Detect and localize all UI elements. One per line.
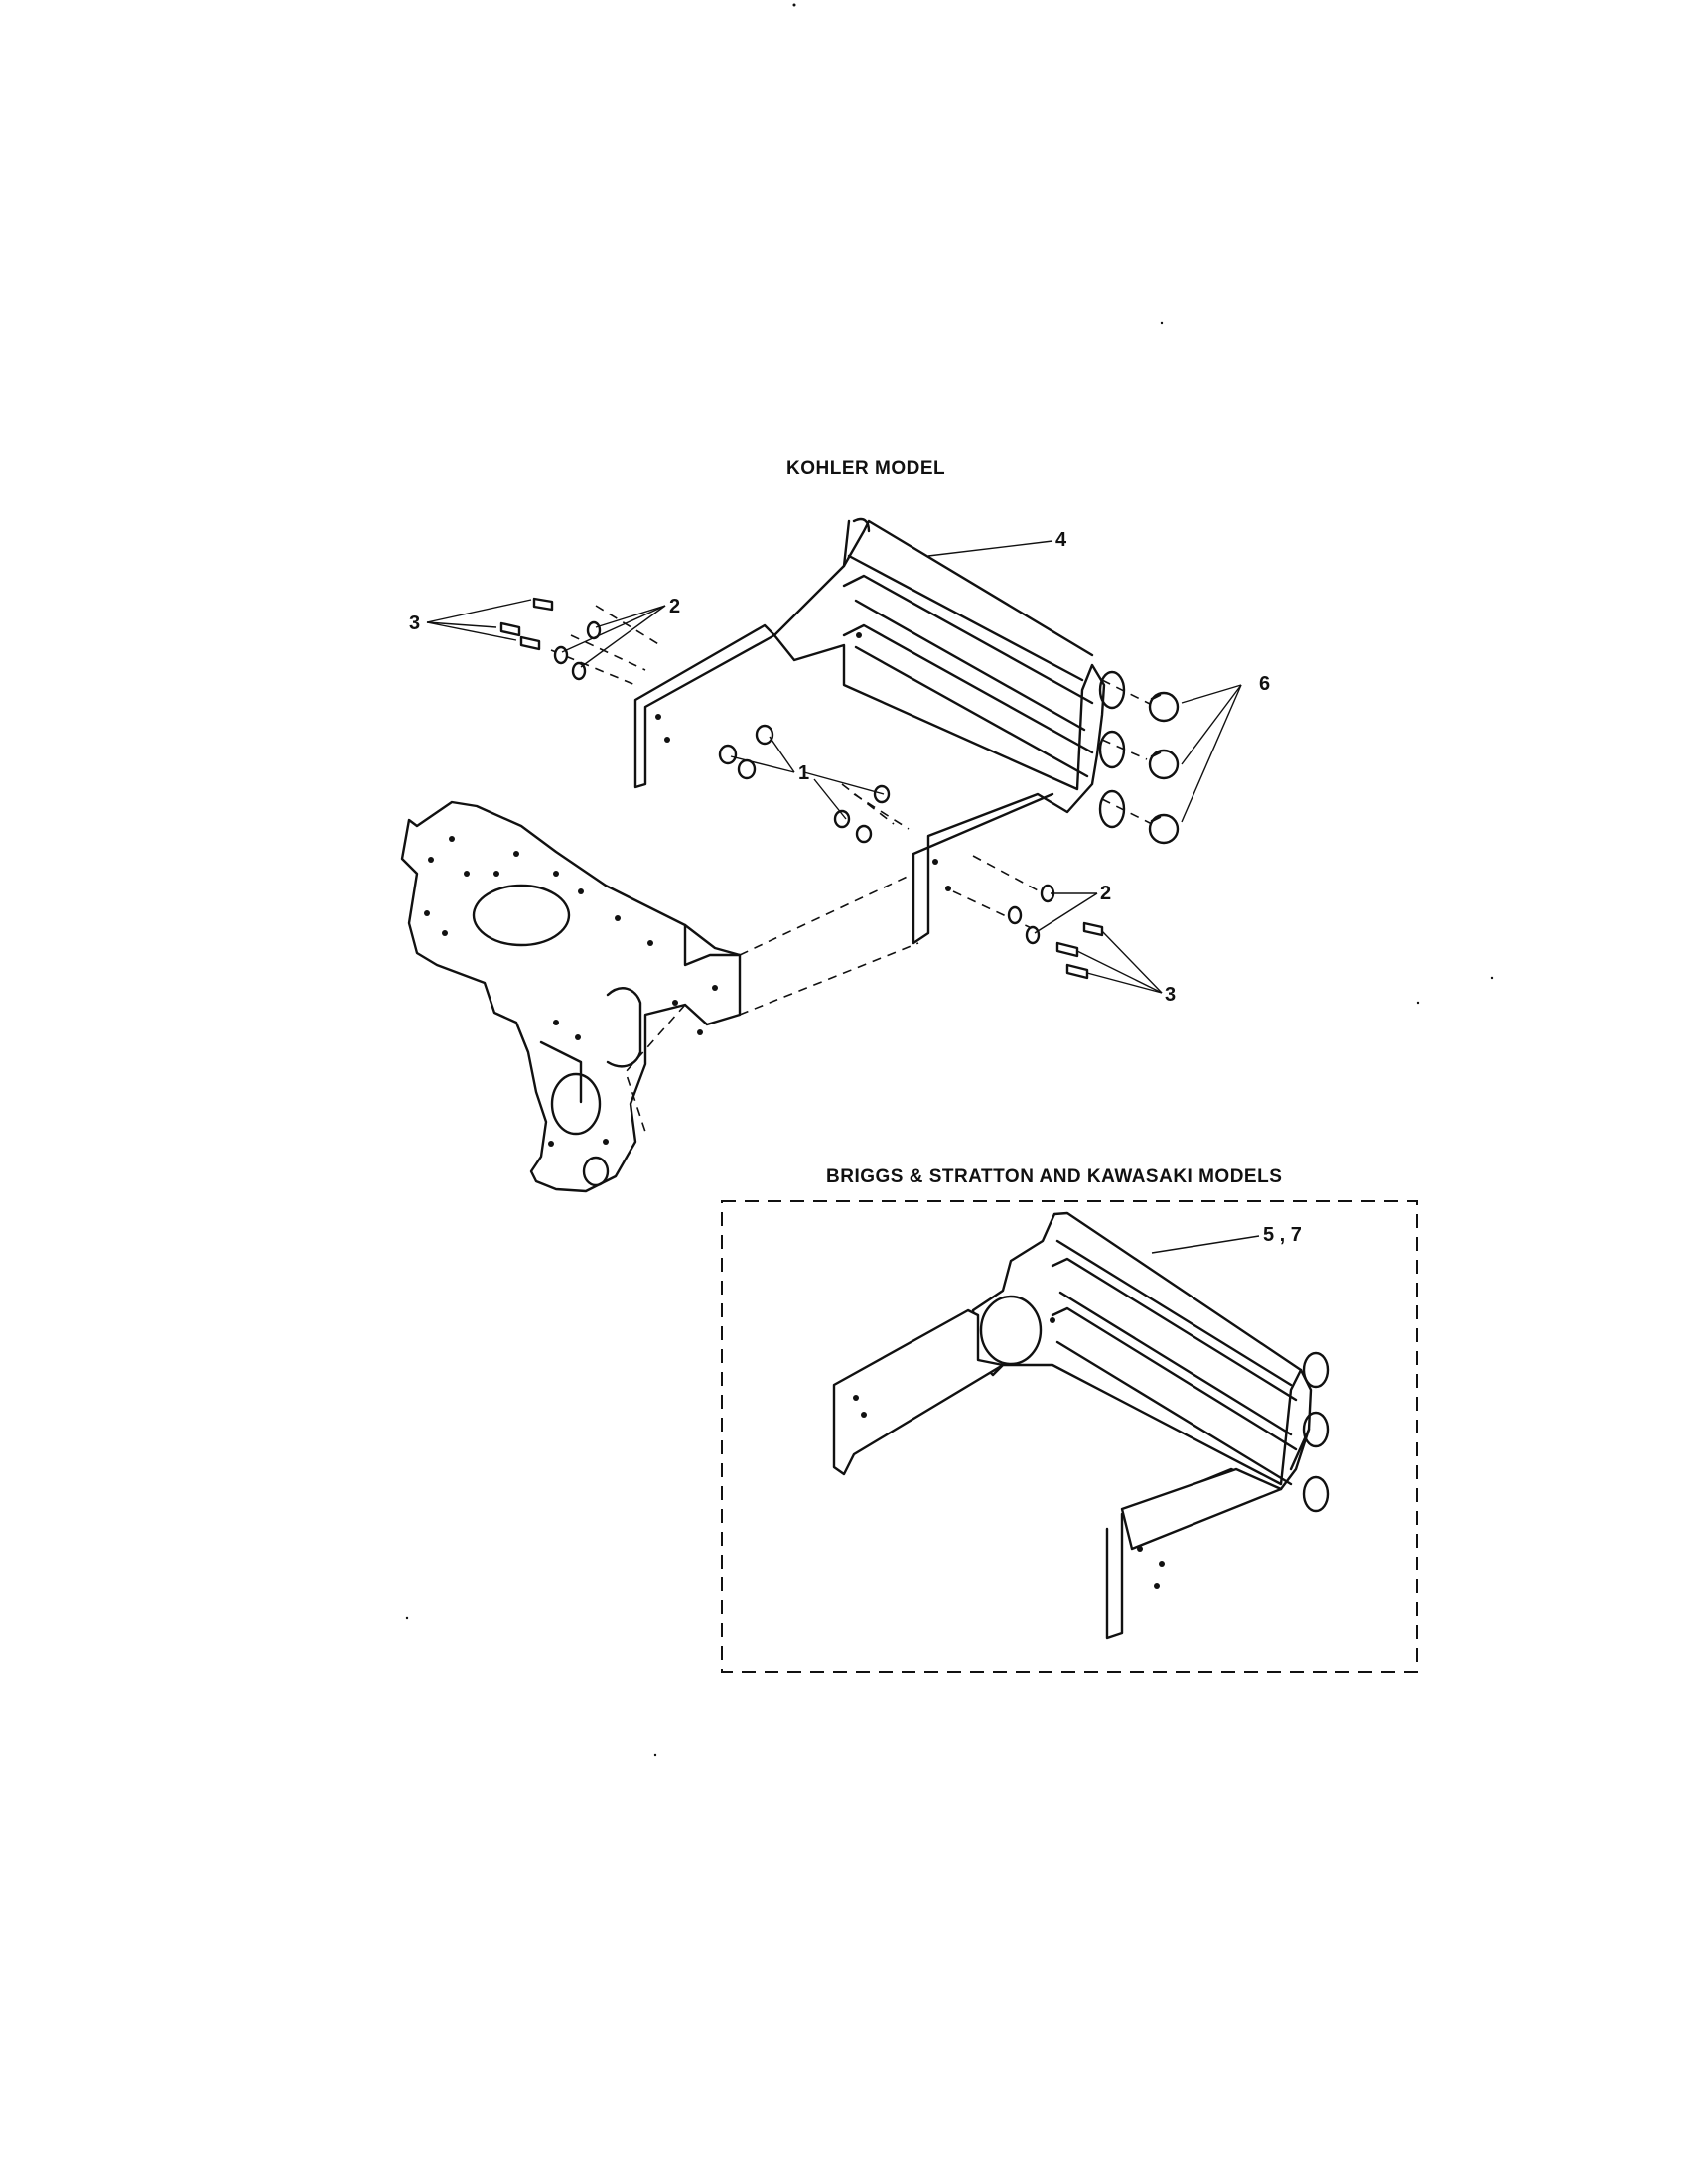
kohler-bumper — [633, 517, 1126, 945]
callout-1: 1 — [798, 762, 809, 784]
callout-3-top: 3 — [409, 613, 420, 634]
explode-lines — [550, 605, 1153, 1133]
callout-5-7: 5 , 7 — [1263, 1224, 1302, 1246]
briggs-kawasaki-inset-box — [721, 1200, 1418, 1673]
kohler-model-title: KOHLER MODEL — [786, 458, 946, 478]
scan-specks — [405, 3, 1494, 1757]
callout-2-bottom: 2 — [1100, 883, 1111, 904]
leader-lines — [426, 540, 1260, 1254]
callout-2-top: 2 — [669, 596, 680, 617]
callout-6: 6 — [1259, 673, 1270, 695]
briggs-bumper — [832, 1211, 1330, 1640]
callout-4: 4 — [1055, 529, 1067, 551]
mower-frame — [400, 800, 742, 1193]
briggs-kawasaki-title: BRIGGS & STRATTON AND KAWASAKI MODELS — [826, 1166, 1283, 1187]
callout-3-bottom: 3 — [1165, 984, 1176, 1006]
callout-labels: 3 2 4 6 1 2 3 5 , 7 — [409, 529, 1302, 1246]
